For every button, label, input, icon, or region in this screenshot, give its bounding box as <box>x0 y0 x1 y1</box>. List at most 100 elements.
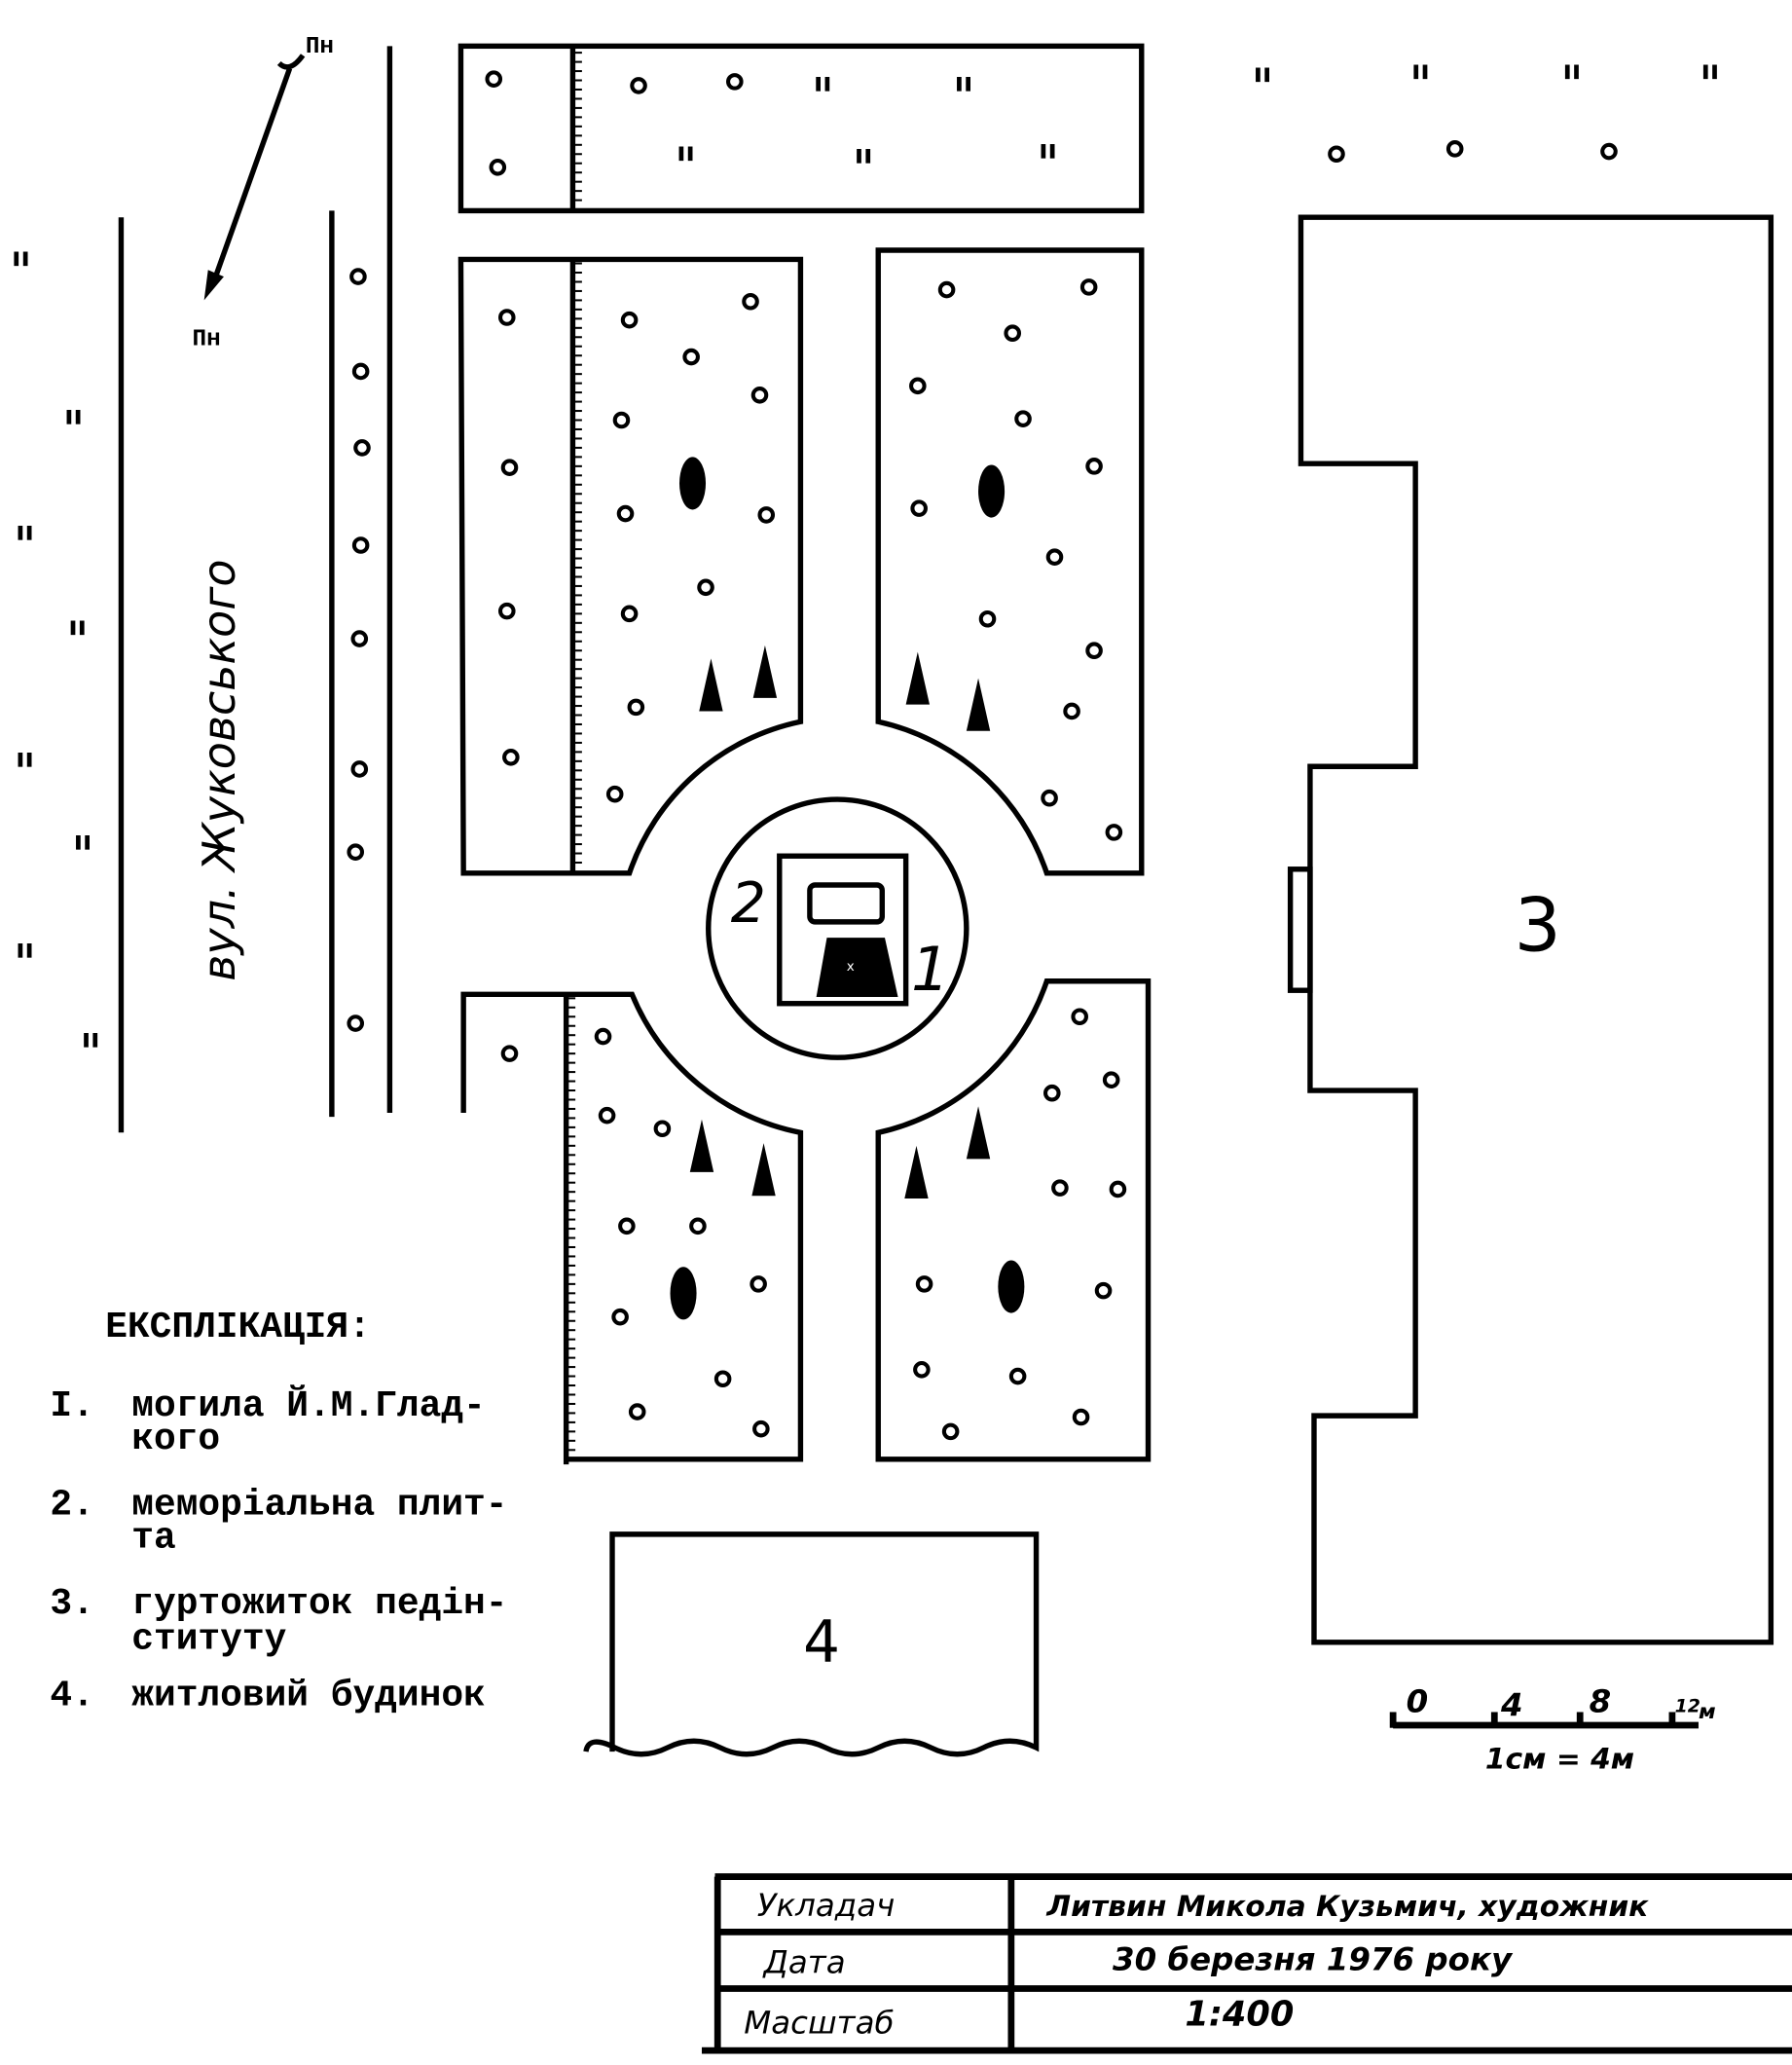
building-3: 3 <box>1287 214 1774 1645</box>
grass-mark-icon: ıı <box>64 401 83 431</box>
legend-num: 3. <box>50 1583 93 1625</box>
shrub-icon <box>941 1422 960 1441</box>
grass-mark-icon: ıı <box>82 1023 100 1053</box>
shrub-icon <box>915 1275 933 1293</box>
shrub-icon <box>653 1120 672 1138</box>
legend-num: I. <box>50 1385 93 1427</box>
shrub-icon <box>1600 142 1618 161</box>
deciduous-tree-icon <box>998 1260 1025 1313</box>
scale-tick-label: 4 <box>1500 1687 1523 1724</box>
shrub-icon <box>350 760 369 778</box>
conifer-tree-icon <box>751 1143 776 1197</box>
shrub-icon <box>489 158 507 176</box>
shrub-icon <box>909 377 927 395</box>
shrub-icon <box>937 280 956 299</box>
scale-tick-label: 8 <box>1590 1682 1612 1719</box>
shrub-icon <box>1094 1281 1113 1300</box>
shrub-icon <box>682 348 700 366</box>
conifer-tree-icon <box>689 1119 714 1172</box>
scale-bar: 0 4 8 12 м 1см = 4м <box>1389 1682 1716 1777</box>
legend-text: гуртожиток педін- <box>131 1583 507 1625</box>
grass-mark-icon: ıı <box>1039 134 1057 165</box>
svg-text:x: x <box>847 959 855 975</box>
shrub-icon <box>752 1420 770 1438</box>
grass-mark-icon: ıı <box>68 611 87 642</box>
shrub-icon <box>1014 410 1032 427</box>
shrub-icon <box>1328 145 1345 164</box>
legend-text: та <box>131 1517 175 1559</box>
legend-num: 2. <box>50 1485 93 1527</box>
shrub-icon <box>351 536 370 554</box>
shrub-icon <box>1085 642 1103 660</box>
shrub-icon <box>1085 458 1103 475</box>
shrub-icon <box>1109 1180 1127 1198</box>
grave-label: 1 <box>911 934 950 1005</box>
shrub-icon <box>350 630 369 647</box>
shrub-icon <box>1102 1071 1120 1088</box>
title-value: Литвин Микола Кузьмич, художник <box>1045 1890 1649 1924</box>
conifer-tree-icon <box>966 678 991 731</box>
shrub-icon <box>611 1308 629 1326</box>
shrub-icon <box>1041 789 1058 807</box>
shrub-icon <box>726 73 744 91</box>
conifer-tree-icon <box>966 1106 991 1160</box>
shrub-icon <box>630 77 647 94</box>
memorial: x 2 1 <box>706 796 969 1060</box>
shrub-icon <box>1004 324 1022 343</box>
scale-unit: м <box>1699 1700 1716 1724</box>
shrub-icon <box>1105 824 1123 841</box>
building-4-label: 4 <box>803 1609 840 1677</box>
legend-text: могила Й.М.Глад- <box>131 1383 486 1427</box>
shrub-icon <box>353 439 371 457</box>
conifer-tree-icon <box>905 651 930 705</box>
shrub-icon <box>1045 548 1064 566</box>
grass-mark-icon: ıı <box>677 137 695 167</box>
building-3-label: 3 <box>1515 883 1561 969</box>
shrub-icon <box>497 602 516 620</box>
shrub-icon <box>757 506 776 524</box>
title-value: 30 березня 1976 року <box>1113 1941 1514 1978</box>
deciduous-tree-icon <box>670 1267 697 1320</box>
park <box>457 52 1152 1465</box>
grass-mark-icon: ıı <box>955 67 973 97</box>
title-block: Укладач Литвин Микола Кузьмич, художник … <box>701 1873 1792 2054</box>
shrub-icon <box>500 459 519 476</box>
legend-num: 4. <box>50 1676 93 1717</box>
grass-mark-icon: ıı <box>1411 55 1430 86</box>
grass-mark-icon: ıı <box>12 242 30 273</box>
shrub-icon <box>742 292 759 311</box>
legend: ЕКСПЛІКАЦІЯ: I. могила Й.М.Глад- кого 2.… <box>50 1307 507 1717</box>
legend-text: житловий будинок <box>131 1676 486 1717</box>
grass-mark-icon: ıı <box>814 67 832 97</box>
title-label: Укладач <box>757 1887 896 1924</box>
street-label: вул. Жуковського <box>193 559 245 980</box>
conifer-tree-icon <box>904 1145 929 1198</box>
memorial-plaque-label: 2 <box>731 871 766 936</box>
legend-text: кого <box>131 1419 220 1460</box>
deciduous-tree-icon <box>978 464 1006 518</box>
grave-icon <box>816 938 898 997</box>
shrub-icon <box>628 1403 646 1420</box>
scale-caption: 1см = 4м <box>1485 1743 1634 1777</box>
shrub-icon <box>910 499 928 517</box>
title-value: 1:400 <box>1185 1994 1294 2034</box>
conifer-tree-icon <box>752 645 778 698</box>
grass-mark-icon: ıı <box>1254 58 1272 89</box>
shrub-icon <box>1071 1008 1088 1026</box>
shrub-icon <box>750 1275 767 1293</box>
shrub-icon <box>689 1217 707 1235</box>
shrub-icon <box>347 1014 365 1032</box>
grass-mark-icon: ıı <box>74 826 92 856</box>
shrub-icon <box>620 605 639 623</box>
grass-mark-icon: ıı <box>1563 55 1582 86</box>
legend-title: ЕКСПЛІКАЦІЯ: <box>105 1307 371 1348</box>
shrub-icon <box>978 609 997 628</box>
shrub-icon <box>497 309 516 326</box>
scale-tick-label: 0 <box>1407 1682 1429 1719</box>
legend-text: ституту <box>131 1619 286 1661</box>
grass-mark-icon: ıı <box>16 743 34 773</box>
conifer-tree-icon <box>699 658 723 712</box>
deciduous-tree-icon <box>678 457 707 510</box>
